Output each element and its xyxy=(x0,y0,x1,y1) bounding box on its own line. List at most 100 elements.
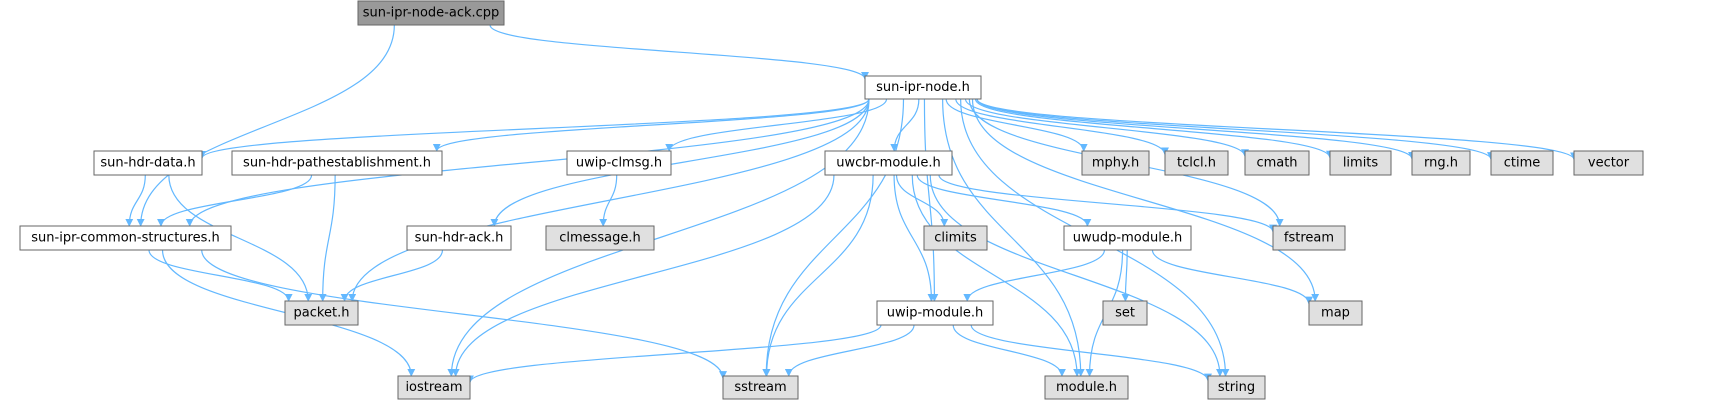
edge-hdr_path-to-common xyxy=(156,174,313,227)
edge-layer xyxy=(125,24,1578,384)
node-label: ctime xyxy=(1504,156,1541,171)
node-map: map xyxy=(1308,300,1363,326)
node-hdr_data[interactable]: sun-hdr-data.h xyxy=(93,150,203,176)
node-string: string xyxy=(1207,375,1266,400)
edge-node_h-to-hdr_ack xyxy=(490,98,870,227)
node-clmsg[interactable]: uwip-clmsg.h xyxy=(566,150,672,176)
edge-uwip-to-iostream xyxy=(466,324,882,384)
edge-node_h-to-tclcl xyxy=(955,98,1169,156)
edge-uwcbr-to-string xyxy=(929,174,1224,377)
edge-node_h-to-limits xyxy=(974,98,1334,159)
edge-root-to-node_h xyxy=(489,24,869,80)
edge-node_h-to-cmath xyxy=(964,98,1249,158)
node-box xyxy=(1102,300,1148,326)
node-box xyxy=(357,0,505,26)
node-hdr_path[interactable]: sun-hdr-pathestablishment.h xyxy=(231,150,443,176)
node-packet: packet.h xyxy=(284,300,359,326)
node-uwudp[interactable]: uwudp-module.h xyxy=(1063,225,1192,251)
node-mphy: mphy.h xyxy=(1081,150,1150,176)
edge-common-to-sstream xyxy=(201,249,727,380)
node-rng: rng.h xyxy=(1411,150,1471,176)
node-sstream: sstream xyxy=(722,375,799,400)
node-box xyxy=(1081,150,1150,176)
edge-uwcbr-to-module xyxy=(911,174,1082,377)
node-box xyxy=(1573,150,1644,176)
edge-node_h-to-ctime xyxy=(976,98,1495,161)
edge-uwcbr-to-uwudp xyxy=(916,174,1092,227)
node-label: fstream xyxy=(1284,231,1334,246)
node-set: set xyxy=(1102,300,1148,326)
edge-hdr_data-to-packet xyxy=(168,174,313,302)
node-root: sun-ipr-node-ack.cpp xyxy=(357,0,505,26)
node-label: sun-hdr-pathestablishment.h xyxy=(243,156,431,171)
node-label: set xyxy=(1115,306,1135,321)
edge-uwip-to-string xyxy=(970,324,1212,382)
node-box xyxy=(1164,150,1229,176)
edge-node_h-to-hdr_data xyxy=(198,98,870,160)
node-label: tclcl.h xyxy=(1177,156,1216,171)
node-tclcl: tclcl.h xyxy=(1164,150,1229,176)
node-box xyxy=(284,300,359,326)
node-box xyxy=(1272,225,1346,251)
edge-uwudp-to-uwip xyxy=(963,249,1105,302)
edge-node_h-to-clmsg xyxy=(665,98,888,152)
node-box xyxy=(93,150,203,176)
edge-hdr_path-to-packet xyxy=(318,174,336,302)
node-hdr_ack[interactable]: sun-hdr-ack.h xyxy=(406,225,512,251)
node-label: rng.h xyxy=(1424,156,1458,171)
node-box xyxy=(1063,225,1192,251)
node-box xyxy=(566,150,672,176)
edge-uwcbr-to-climits xyxy=(895,174,949,227)
node-label: uwudp-module.h xyxy=(1073,231,1182,246)
node-cmath: cmath xyxy=(1244,150,1310,176)
node-box xyxy=(19,225,232,251)
node-label: sun-hdr-data.h xyxy=(100,156,195,171)
edge-node_h-to-rng xyxy=(976,98,1416,160)
node-box xyxy=(1329,150,1392,176)
node-label: vector xyxy=(1588,156,1630,171)
node-label: uwip-module.h xyxy=(887,306,984,321)
node-uwcbr[interactable]: uwcbr-module.h xyxy=(824,150,953,176)
edge-clmsg-to-clmessage xyxy=(599,174,618,227)
node-label: sun-ipr-node-ack.cpp xyxy=(363,6,500,21)
edge-uwcbr-to-fstream xyxy=(938,174,1277,233)
edge-node_h-to-mphy xyxy=(945,98,1088,152)
edge-node_h-to-uwcbr xyxy=(890,98,920,152)
node-label: sun-hdr-ack.h xyxy=(415,231,504,246)
edge-node_h-to-vector xyxy=(976,98,1578,161)
node-label: climits xyxy=(934,231,977,246)
node-clmessage: clmessage.h xyxy=(545,225,655,251)
node-label: sun-ipr-node.h xyxy=(876,80,970,95)
node-box xyxy=(397,375,471,400)
edge-hdr_ack-to-packet xyxy=(340,249,444,302)
node-box xyxy=(722,375,799,400)
node-fstream: fstream xyxy=(1272,225,1346,251)
node-box xyxy=(1044,375,1129,400)
node-module: module.h xyxy=(1044,375,1129,400)
node-box xyxy=(1490,150,1554,176)
edge-uwcbr-to-sstream xyxy=(762,174,874,377)
node-label: cmath xyxy=(1256,156,1297,171)
node-iostream: iostream xyxy=(397,375,471,400)
node-label: clmessage.h xyxy=(559,231,641,246)
node-uwip[interactable]: uwip-module.h xyxy=(876,300,994,326)
node-label: sstream xyxy=(734,380,786,395)
node-label: uwip-clmsg.h xyxy=(576,156,662,171)
node-box xyxy=(923,225,988,251)
edge-node_h-to-uwip xyxy=(923,98,939,302)
node-box xyxy=(231,150,443,176)
node-box xyxy=(876,300,994,326)
node-box xyxy=(545,225,655,251)
node-label: sun-ipr-common-structures.h xyxy=(31,231,219,246)
edge-hdr_data-to-common xyxy=(125,174,146,227)
edge-uwcbr-to-uwip xyxy=(893,174,936,302)
node-vector: vector xyxy=(1573,150,1644,176)
node-common[interactable]: sun-ipr-common-structures.h xyxy=(19,225,232,251)
node-climits: climits xyxy=(923,225,988,251)
edge-node_h-to-map xyxy=(971,98,1320,302)
node-limits: limits xyxy=(1329,150,1392,176)
node-node_h[interactable]: sun-ipr-node.h xyxy=(864,75,982,100)
edge-uwudp-to-set xyxy=(1121,249,1130,302)
edge-uwip-to-sstream xyxy=(784,324,915,377)
